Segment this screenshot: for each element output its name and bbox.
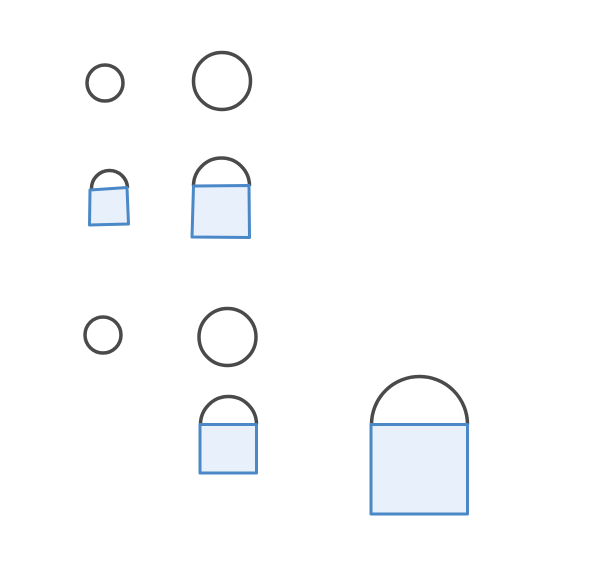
circle-shape-small-2 — [83, 315, 123, 355]
circle-shape-small-1 — [85, 63, 125, 103]
circle-shape-medium-1 — [191, 50, 253, 112]
lock-shape-large-1 — [369, 374, 470, 516]
lock-shape-medium-1 — [190, 156, 252, 239]
circle-shape-medium-2 — [197, 306, 258, 368]
lock-shape-medium-2 — [198, 394, 259, 475]
lock-shape-small-1 — [88, 168, 130, 227]
